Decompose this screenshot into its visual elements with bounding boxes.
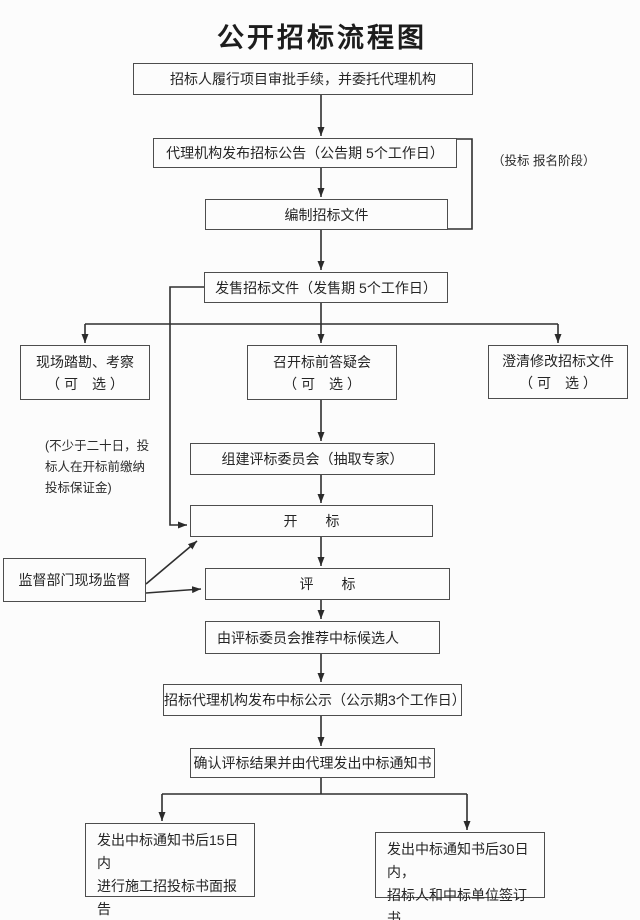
page-title: 公开招标流程图 — [217, 23, 427, 53]
node-qa-meeting: 召开标前答疑会 （ 可 选 ） — [247, 345, 397, 400]
stage-note: （投标 报名阶段） — [492, 154, 596, 168]
node-sign-contract: 发出中标通知书后30日内， 招标人和中标单位签订书 面合同 — [375, 832, 545, 920]
deposit-note: (不少于二十日，投 标人在开标前缴纳 投标保证金) — [45, 439, 150, 495]
node-report-filing: 发出中标通知书后15日内 进行施工招投标书面报告 备案 — [85, 823, 255, 917]
node-win-publicity: 招标代理机构发布中标公示（公示期3个工作日） — [163, 684, 466, 716]
node-announcement: 代理机构发布招标公告（公告期 5个工作日） — [153, 138, 457, 168]
node-committee: 组建评标委员会（抽取专家） — [190, 443, 435, 475]
node-confirm-notice: 确认评标结果并由代理发出中标通知书 — [190, 748, 435, 778]
flow-arrows — [81, 95, 562, 830]
node-supervision: 监督部门现场监督 — [3, 558, 146, 602]
node-evaluation: 评 标 — [205, 568, 450, 600]
node-bid-opening: 开 标 — [190, 505, 433, 537]
node-prepare-docs: 编制招标文件 — [205, 199, 448, 230]
node-approval: 招标人履行项目审批手续，并委托代理机构 — [133, 63, 473, 95]
node-sell-docs: 发售招标文件（发售期 5个工作日） — [204, 272, 448, 303]
node-recommend-winner: 由评标委员会推荐中标候选人 — [205, 621, 440, 654]
node-site-visit: 现场踏勘、考察 （ 可 选 ） — [20, 345, 150, 400]
node-clarify-docs: 澄清修改招标文件 （ 可 选 ） — [488, 345, 628, 399]
